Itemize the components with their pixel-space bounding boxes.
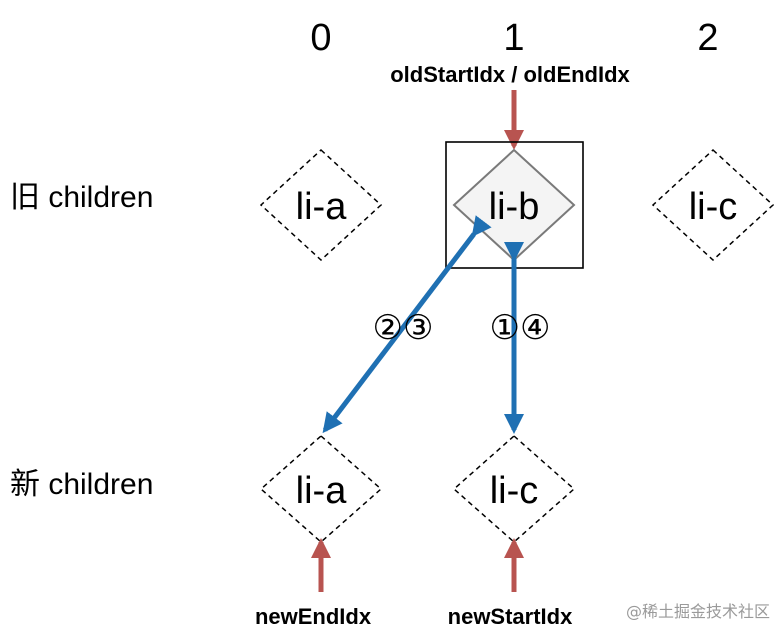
index-2: 2 <box>697 17 718 59</box>
watermark: @稀土掘金技术社区 <box>626 602 770 621</box>
index-0: 0 <box>310 17 331 59</box>
old-node-li-a: li-a <box>259 148 383 262</box>
new-end-pointer-label: newEndIdx <box>255 604 372 629</box>
old-node-li-a-label: li-a <box>296 186 348 228</box>
new-node-li-a-label: li-a <box>296 470 348 512</box>
old-children-label: 旧 children <box>10 181 153 214</box>
step-marker-1-4: ①④ <box>490 308 551 348</box>
new-node-li-a: li-a <box>259 434 383 544</box>
old-node-li-c: li-c <box>651 148 775 262</box>
old-start-end-pointer-label: oldStartIdx / oldEndIdx <box>390 62 630 87</box>
diagonal-compare-arrow <box>322 215 492 434</box>
new-node-li-c: li-c <box>452 434 576 544</box>
old-node-li-b-label: li-b <box>489 186 540 228</box>
step-marker-2-3: ②③ <box>373 308 434 348</box>
old-node-li-c-label: li-c <box>689 186 738 228</box>
index-1: 1 <box>503 17 524 59</box>
new-node-li-c-label: li-c <box>490 470 539 512</box>
new-start-pointer-label: newStartIdx <box>448 604 573 629</box>
old-node-li-b: li-b <box>452 148 576 262</box>
new-children-label: 新 children <box>10 468 153 501</box>
